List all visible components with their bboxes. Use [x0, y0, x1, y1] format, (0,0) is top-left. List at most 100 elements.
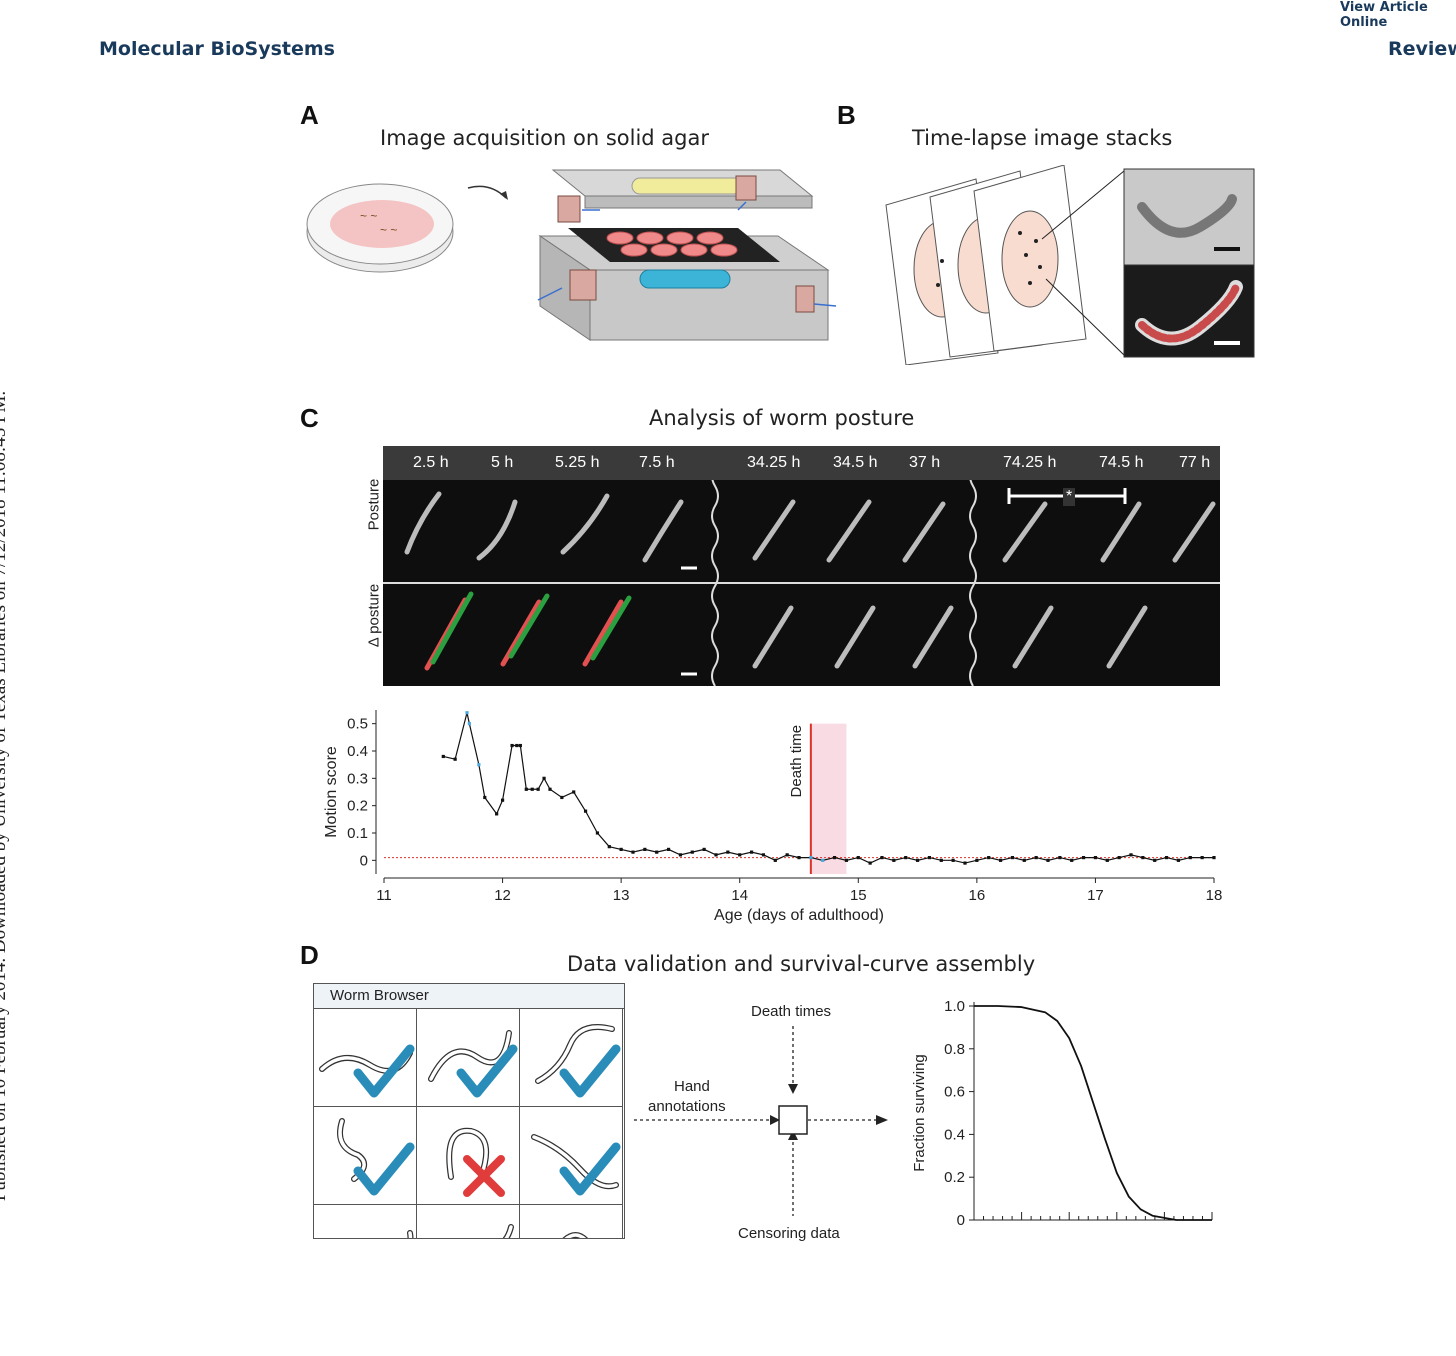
y-tick-label: 0.1: [347, 825, 368, 842]
time-label: 77 h: [1179, 454, 1211, 471]
check-icon: [353, 1142, 415, 1196]
motion-score-point: [518, 743, 522, 748]
time-label: 74.25 h: [1003, 454, 1057, 471]
motion-score-point: [880, 856, 884, 860]
x-tick-label: 12: [494, 887, 511, 904]
motion-score-point: [1200, 856, 1204, 860]
panel-b-letter: B: [837, 100, 856, 130]
motion-score-point: [892, 858, 896, 862]
motion-score-point: [1105, 858, 1109, 862]
worm-browser-cell[interactable]: [520, 1009, 623, 1107]
check-icon: [456, 1044, 518, 1098]
motion-score-point: [467, 722, 471, 726]
x-tick-label: 11: [376, 887, 392, 904]
y-tick-label: 0: [360, 852, 368, 869]
worm-thumbnail: [407, 1230, 414, 1238]
motion-score-point: [510, 743, 514, 748]
x-tick-label: 15: [850, 887, 867, 904]
worm-browser-cell[interactable]: [417, 1009, 520, 1107]
worm-browser-cell[interactable]: [314, 1009, 417, 1107]
x-axis-label: Age (days of adulthood): [714, 907, 884, 924]
worm-body: [532, 1135, 618, 1188]
worm-browser-cell[interactable]: [417, 1107, 520, 1205]
worm-browser-cell[interactable]: [417, 1205, 520, 1238]
worm-frames: [404, 480, 1216, 686]
worm-thumbnail: [446, 1127, 505, 1197]
y-tick-label: 0.4: [347, 743, 368, 760]
motion-score-point: [1212, 856, 1216, 860]
worm-browser-cell[interactable]: [520, 1107, 623, 1205]
motion-score-point: [1022, 858, 1026, 862]
motion-score-point: [832, 856, 837, 860]
motion-score-point: [483, 795, 487, 800]
motion-score-point: [1176, 858, 1181, 862]
worm-outline: [502, 1224, 514, 1238]
motion-score-point: [1070, 858, 1074, 862]
motion-score-point: [631, 850, 635, 854]
cross-icon: [463, 1155, 505, 1197]
worm-body: [504, 1225, 513, 1238]
motion-score-point: [607, 845, 611, 849]
motion-score-point: [998, 858, 1003, 862]
x-tick-label: 17: [1087, 887, 1104, 904]
view-article-link[interactable]: View Article Online: [1340, 0, 1428, 30]
time-label: 37 h: [909, 454, 941, 471]
marker-star: *: [1063, 488, 1076, 506]
worm-browser-cell[interactable]: [520, 1205, 623, 1238]
motion-score-point: [1081, 856, 1086, 860]
motion-score-point: [655, 850, 659, 854]
motion-score-point: [1058, 856, 1062, 860]
y-tick-label: 0.8: [944, 1041, 965, 1058]
motion-score-point: [1046, 858, 1050, 862]
motion-score-point: [714, 853, 718, 857]
worm-thumbnail: [319, 1044, 415, 1098]
motion-score-point: [1164, 856, 1169, 860]
motion-score-point: [951, 858, 955, 862]
y-tick-label: 0.5: [347, 716, 368, 733]
worm-browser-cell[interactable]: [314, 1205, 417, 1238]
motion-score-point: [702, 847, 706, 851]
motion-score-point: [595, 831, 600, 835]
row-divider: [383, 582, 1220, 584]
motion-score-point: [678, 853, 683, 857]
worm-body: [429, 1031, 511, 1081]
time-label: 34.25 h: [747, 454, 801, 471]
motion-score-point: [927, 856, 932, 860]
motion-score-point: [797, 856, 801, 860]
panel-c-title: Analysis of worm posture: [649, 406, 915, 430]
motion-score-point: [761, 853, 766, 857]
motion-score-point: [1129, 853, 1133, 857]
flow-hand-line2: annotations: [648, 1098, 726, 1115]
posture-image-strip: 2.5 h 5 h 5.25 h 7.5 h 34.25 h 34.5 h 37…: [383, 446, 1220, 686]
panel-c-letter: C: [300, 403, 319, 433]
motion-score-point: [542, 776, 546, 780]
x-tick-label: 18: [1206, 887, 1223, 904]
death-region: [810, 723, 847, 874]
time-label: 5.25 h: [555, 454, 600, 471]
motion-score-point: [441, 754, 445, 759]
time-label: 7.5 h: [639, 454, 675, 471]
time-label: 2.5 h: [413, 454, 449, 471]
motion-score-point: [1141, 856, 1145, 860]
motion-score-point: [1153, 858, 1157, 862]
check-icon: [559, 1044, 621, 1098]
motion-score-point: [844, 858, 849, 862]
worm-thumbnail: [531, 1134, 621, 1196]
motion-score-point: [690, 850, 694, 854]
motion-score-point: [666, 847, 671, 851]
panel-b-title: Time-lapse image stacks: [912, 126, 1173, 150]
panel-d-title: Data validation and survival-curve assem…: [567, 952, 1036, 976]
check-icon: [559, 1142, 621, 1196]
motion-score-point: [524, 787, 528, 791]
agar-imaging-illustration: ~ ~ ~ ~: [306, 169, 837, 341]
worm-browser-cell[interactable]: [314, 1107, 417, 1205]
motion-score-point: [821, 858, 825, 862]
motion-score-point: [987, 856, 991, 860]
worm-thumbnail: [535, 1024, 621, 1098]
x-tick-label: 16: [969, 887, 986, 904]
y-axis-label: Motion score: [323, 746, 340, 838]
row-label-posture: Posture: [365, 478, 383, 531]
svg-text:~ ~: ~ ~: [360, 209, 377, 223]
motion-score-point: [773, 858, 777, 862]
journal-name: Molecular BioSystems: [99, 38, 335, 60]
